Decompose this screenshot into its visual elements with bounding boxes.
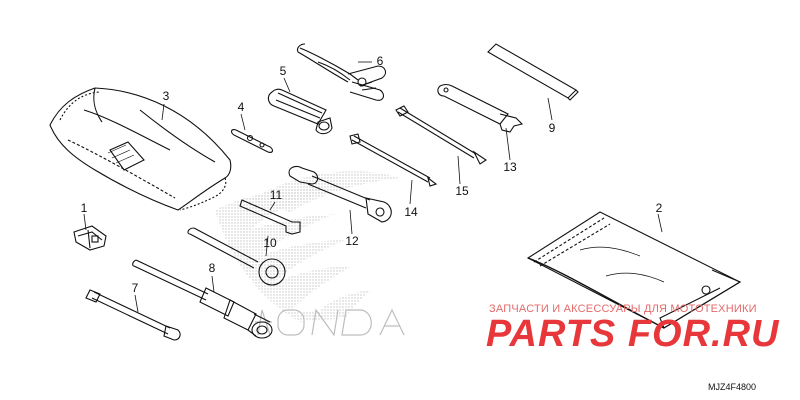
callout-11: 11 — [269, 188, 283, 202]
part-11-hex-key — [239, 199, 301, 235]
callout-3: 3 — [162, 89, 170, 103]
part-2-pouch — [526, 211, 742, 329]
callout-13: 13 — [503, 160, 517, 174]
callout-12: 12 — [345, 234, 359, 248]
diagram-code: MJZ4F4800 — [708, 382, 757, 392]
callout-4: 4 — [237, 100, 245, 114]
watermark-brand-logo: PARTS FOR.RU — [486, 313, 780, 355]
part-4-small-wrench — [230, 129, 274, 153]
callout-14: 14 — [404, 205, 418, 219]
part-10-ring-wrench — [187, 227, 286, 286]
part-8-socket-wrench — [132, 259, 273, 339]
callout-2: 2 — [655, 201, 663, 215]
callout-5: 5 — [279, 64, 287, 78]
callout-15: 15 — [455, 184, 469, 198]
part-6-pliers — [296, 43, 387, 101]
leader-lines — [83, 61, 663, 313]
watermark-tagline: ЗАПЧАСТИ И АКСЕССУАРЫ ДЛЯ МОТОТЕХНИКИ — [489, 303, 757, 315]
part-12-combination-wrench — [288, 165, 392, 223]
honda-wing-logo — [215, 171, 405, 337]
callout-1: 1 — [80, 201, 88, 215]
part-1-clip — [73, 225, 107, 251]
part-5-screwdriver-handle — [267, 88, 333, 135]
callout-8: 8 — [208, 261, 216, 275]
part-13-open-end-wrench — [437, 83, 524, 133]
part-3-tool-bag — [49, 87, 232, 211]
part-7-extension-rod — [85, 289, 181, 341]
part-9-flat-strip — [487, 43, 579, 101]
callout-9: 9 — [548, 121, 556, 135]
callout-7: 7 — [131, 281, 139, 295]
callout-10: 10 — [263, 236, 277, 250]
part-15-screwdriver-shaft — [395, 105, 487, 165]
callout-6: 6 — [376, 54, 384, 68]
part-14-screwdriver-shaft — [349, 133, 438, 187]
